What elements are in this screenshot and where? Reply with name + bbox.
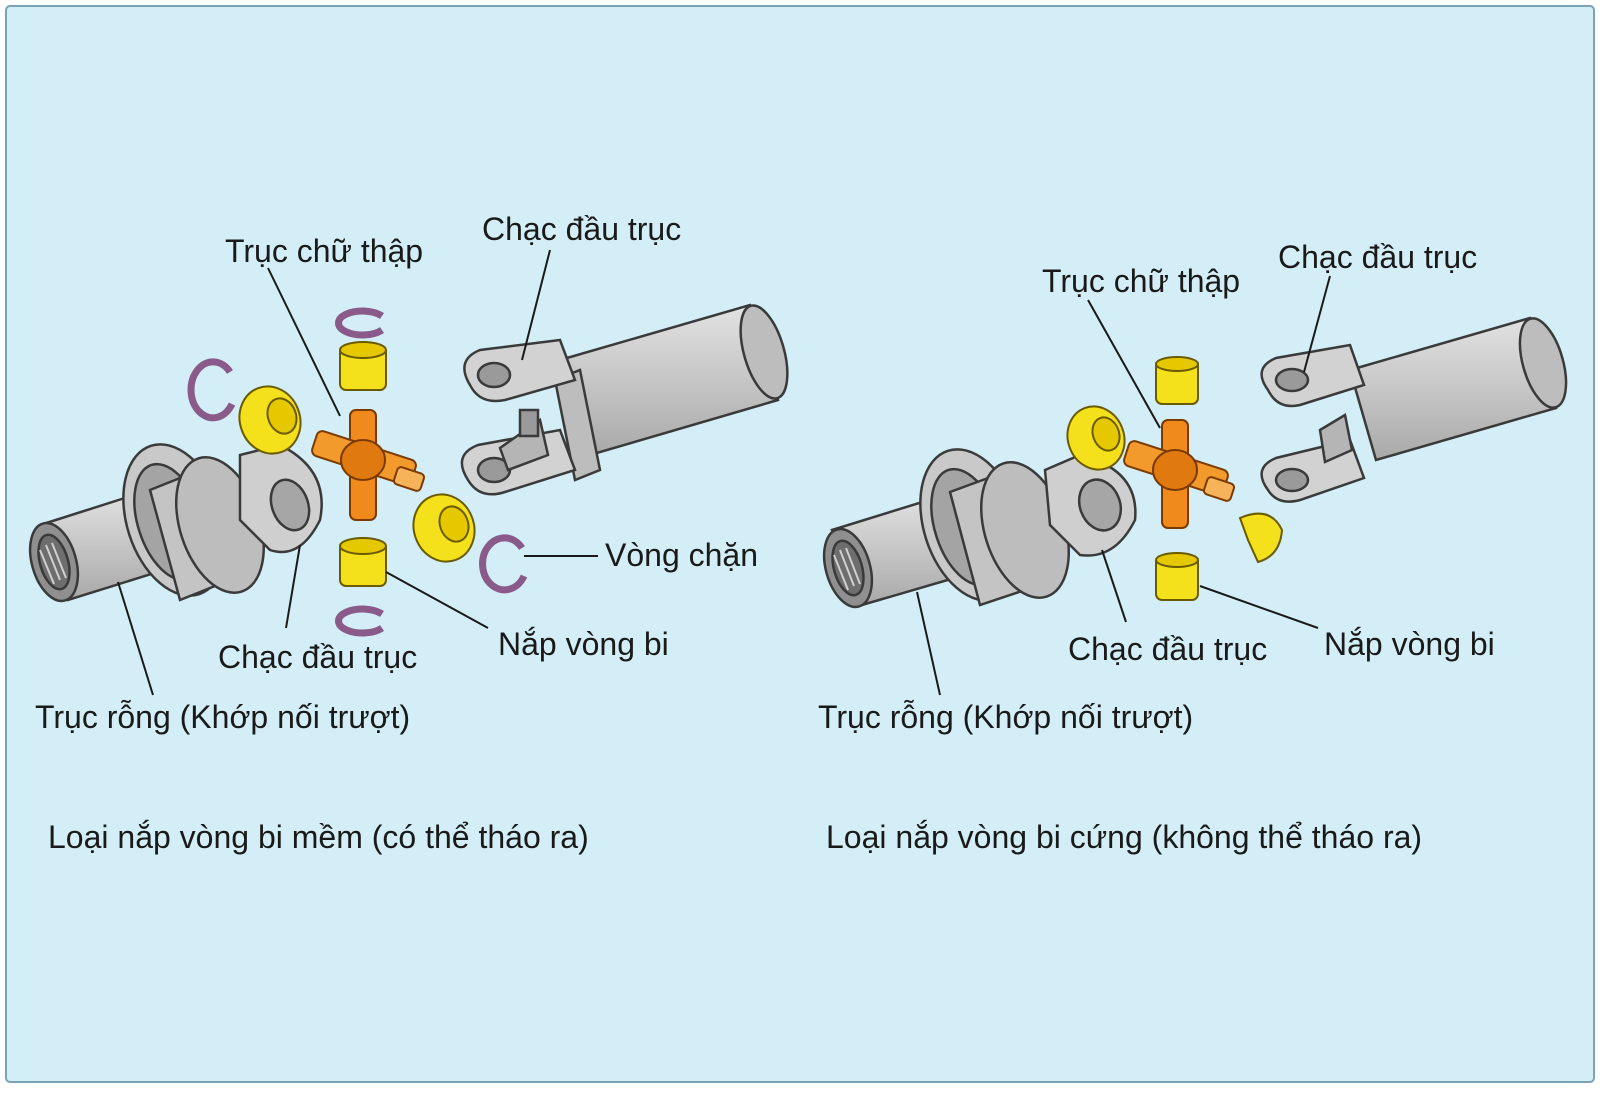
label-yoke-bottom-right: Chạc đầu trục — [1068, 631, 1267, 667]
right-labels: Trục chữ thập Chạc đầu trục Nắp vòng bi … — [818, 239, 1495, 855]
label-snap-ring-left: Vòng chặn — [605, 537, 758, 573]
label-bearing-cap-left: Nắp vòng bi — [498, 626, 669, 662]
label-bearing-cap-right: Nắp vòng bi — [1324, 626, 1495, 662]
left-cross-spider — [311, 409, 426, 521]
background-panel — [5, 5, 1595, 1083]
right-leader-lines — [916, 275, 1331, 696]
caption-right: Loại nắp vòng bi cứng (không thể tháo ra… — [826, 819, 1422, 855]
label-hollow-shaft-left: Trục rỗng (Khớp nối trượt) — [35, 699, 410, 735]
left-leader-lines — [117, 249, 598, 696]
left-upper-shaft — [460, 303, 789, 496]
right-assembly — [822, 275, 1568, 696]
left-snap-rings — [187, 307, 528, 637]
label-cross-right: Trục chữ thập — [1042, 263, 1240, 299]
caption-left: Loại nắp vòng bi mềm (có thể tháo ra) — [48, 819, 589, 855]
right-hollow-shaft — [822, 448, 1137, 609]
right-bearing-caps — [1066, 356, 1284, 601]
label-yoke-top-right: Chạc đầu trục — [1278, 239, 1477, 275]
right-upper-shaft — [1260, 316, 1568, 503]
label-cross-left: Trục chữ thập — [225, 233, 423, 269]
left-hollow-shaft — [28, 443, 323, 603]
left-bearing-caps — [238, 341, 476, 587]
left-labels: Trục chữ thập Chạc đầu trục Vòng chặn Nắ… — [35, 211, 758, 855]
label-yoke-bottom-left: Chạc đầu trục — [218, 639, 417, 675]
left-assembly — [28, 249, 789, 696]
label-yoke-top-left: Chạc đầu trục — [482, 211, 681, 247]
label-hollow-shaft-right: Trục rỗng (Khớp nối trượt) — [818, 699, 1193, 735]
right-cross-spider — [1123, 419, 1236, 529]
